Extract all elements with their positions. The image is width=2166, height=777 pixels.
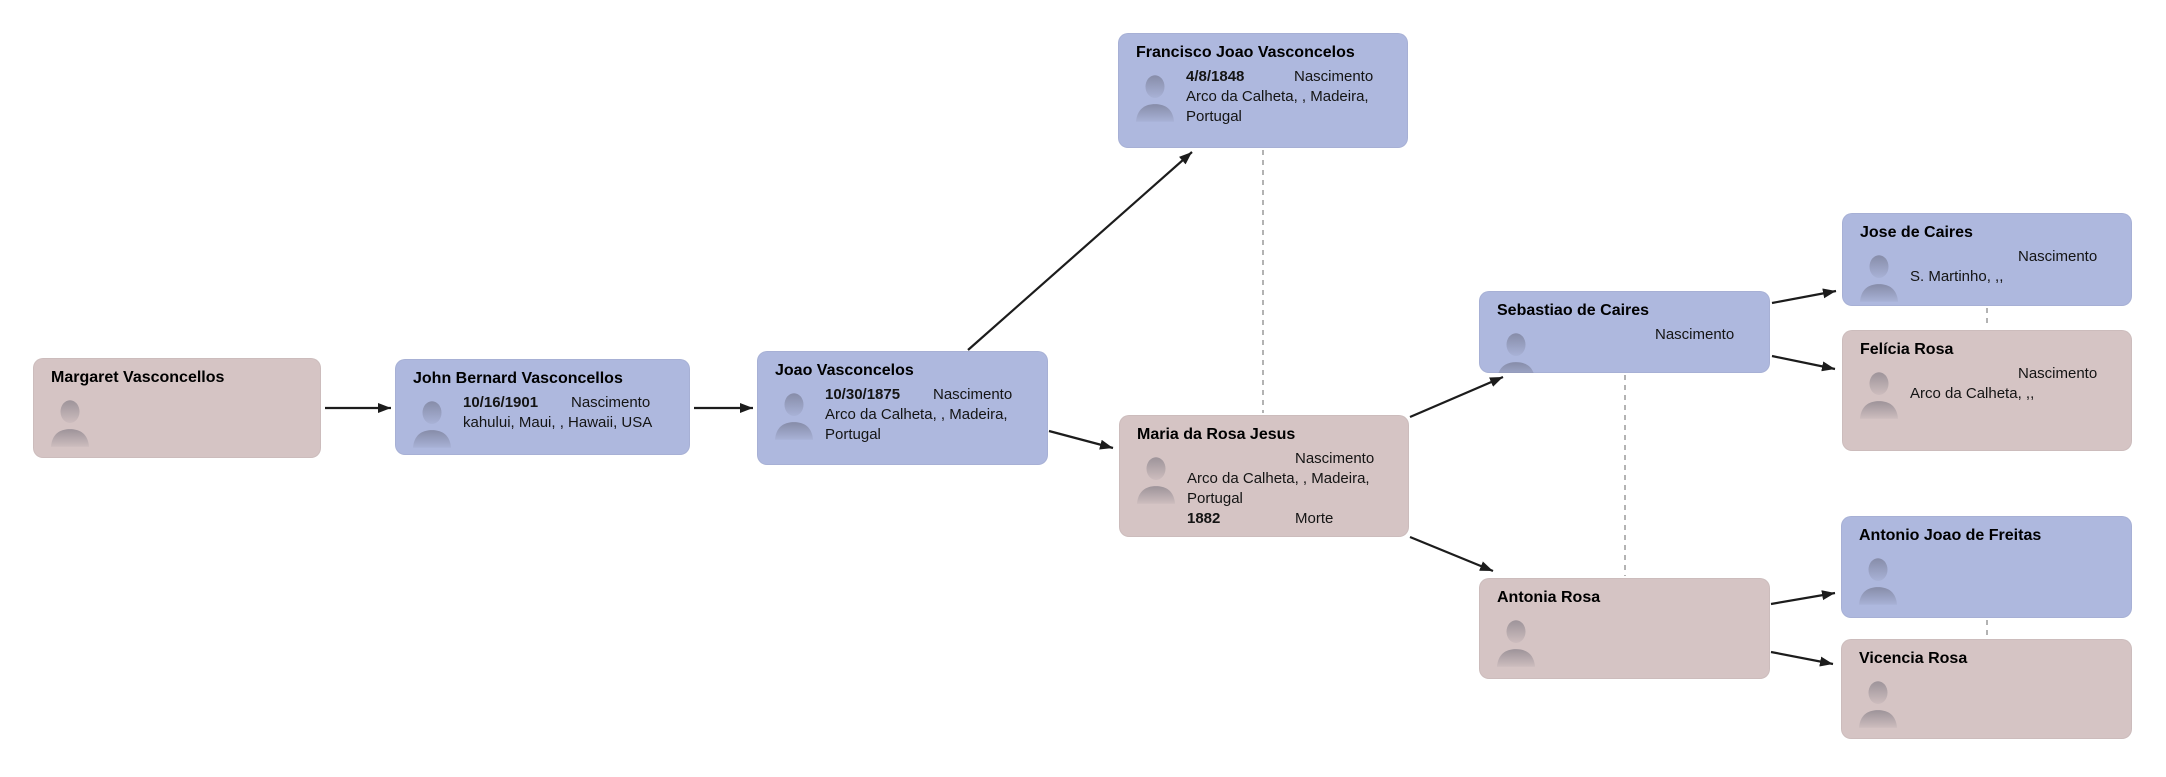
person-card-francisco-joao-vasconcelos[interactable]: Francisco Joao Vasconcelos 4/8/1848 Nasc… — [1118, 33, 1408, 148]
person-name: Joao Vasconcelos — [775, 362, 914, 379]
person-card-maria-da-rosa-jesus[interactable]: Maria da Rosa Jesus Nascimento Arco da C… — [1119, 415, 1409, 537]
person-avatar-icon — [775, 393, 813, 440]
person-avatar-icon — [1497, 333, 1535, 373]
person-name: Felícia Rosa — [1860, 341, 1954, 358]
person-avatar-icon — [1136, 75, 1174, 122]
person-card-jose-de-caires[interactable]: Jose de Caires Nascimento S. Martinho, ,… — [1842, 213, 2132, 306]
person-name: Antonio Joao de Freitas — [1859, 527, 2042, 544]
birth-event-label: Nascimento — [2018, 365, 2098, 382]
person-name: Margaret Vasconcellos — [51, 369, 225, 386]
person-avatar-icon — [1860, 255, 1898, 302]
person-card-antonia-rosa[interactable]: Antonia Rosa — [1479, 578, 1770, 679]
person-name: Jose de Caires — [1860, 224, 1973, 241]
person-name: John Bernard Vasconcellos — [413, 370, 623, 387]
birth-event-label: Nascimento — [2018, 248, 2098, 265]
parent-arrow-antonia-to-vicencia — [1770, 650, 1834, 667]
person-card-sebastiao-de-caires[interactable]: Sebastiao de Caires Nascimento — [1479, 291, 1770, 373]
person-card-vicencia-rosa[interactable]: Vicencia Rosa — [1841, 639, 2132, 739]
birth-date — [1187, 449, 1295, 469]
death-date: 1882 — [1187, 510, 1221, 527]
birth-place: kahului, Maui, , Hawaii, USA — [463, 414, 653, 431]
birth-place: Arco da Calheta, , Madeira, Portugal — [1187, 470, 1370, 507]
birth-date — [1910, 364, 2018, 384]
person-name: Antonia Rosa — [1497, 589, 1601, 606]
person-name: Sebastiao de Caires — [1497, 302, 1650, 319]
birth-event-label: Nascimento — [1294, 68, 1374, 85]
death-event-label: Morte — [1295, 510, 1334, 527]
parent-arrow-joao-to-francisco — [967, 151, 1193, 351]
person-avatar-icon — [1859, 681, 1897, 728]
person-card-antonio-joao-de-freitas[interactable]: Antonio Joao de Freitas — [1841, 516, 2132, 618]
person-card-margaret-vasconcellos[interactable]: Margaret Vasconcellos — [33, 358, 321, 458]
person-avatar-icon — [51, 400, 89, 447]
parent-arrow-maria-to-sebastiao — [1409, 375, 1504, 419]
parent-arrow-joao-to-maria — [1048, 429, 1114, 450]
birth-place: Arco da Calheta, , Madeira, Portugal — [1186, 88, 1369, 125]
birth-date: 10/16/1901 — [463, 394, 539, 411]
birth-place: Arco da Calheta, ,, — [1910, 385, 2035, 402]
parent-arrow-sebastiao-to-felicia — [1771, 354, 1836, 372]
person-name: Francisco Joao Vasconcelos — [1136, 44, 1355, 61]
parent-arrow-antonia-to-antonio — [1770, 590, 1836, 606]
person-avatar-icon — [1859, 558, 1897, 605]
person-card-john-bernard-vasconcellos[interactable]: John Bernard Vasconcellos 10/16/1901 Nas… — [395, 359, 690, 455]
birth-event-label: Nascimento — [1295, 450, 1375, 467]
parent-arrow-maria-to-antonia — [1409, 535, 1494, 573]
birth-date — [1547, 325, 1655, 345]
birth-event-label: Nascimento — [1655, 326, 1735, 343]
birth-event-label: Nascimento — [933, 386, 1013, 403]
parent-arrow-sebastiao-to-jose — [1771, 288, 1837, 305]
birth-date: 10/30/1875 — [825, 386, 901, 403]
person-avatar-icon — [1860, 372, 1898, 419]
birth-place: Arco da Calheta, , Madeira, Portugal — [825, 406, 1008, 443]
person-name: Vicencia Rosa — [1859, 650, 1968, 667]
birth-date — [1910, 247, 2018, 267]
person-avatar-icon — [1497, 620, 1535, 667]
person-avatar-icon — [1137, 457, 1175, 504]
person-name: Maria da Rosa Jesus — [1137, 426, 1296, 443]
birth-date: 4/8/1848 — [1186, 68, 1245, 85]
person-card-joao-vasconcelos[interactable]: Joao Vasconcelos 10/30/1875 Nascimento A… — [757, 351, 1048, 465]
person-card-felicia-rosa[interactable]: Felícia Rosa Nascimento Arco da Calheta,… — [1842, 330, 2132, 451]
birth-place: S. Martinho, ,, — [1910, 268, 2004, 285]
birth-event-label: Nascimento — [571, 394, 651, 411]
person-avatar-icon — [413, 401, 451, 448]
